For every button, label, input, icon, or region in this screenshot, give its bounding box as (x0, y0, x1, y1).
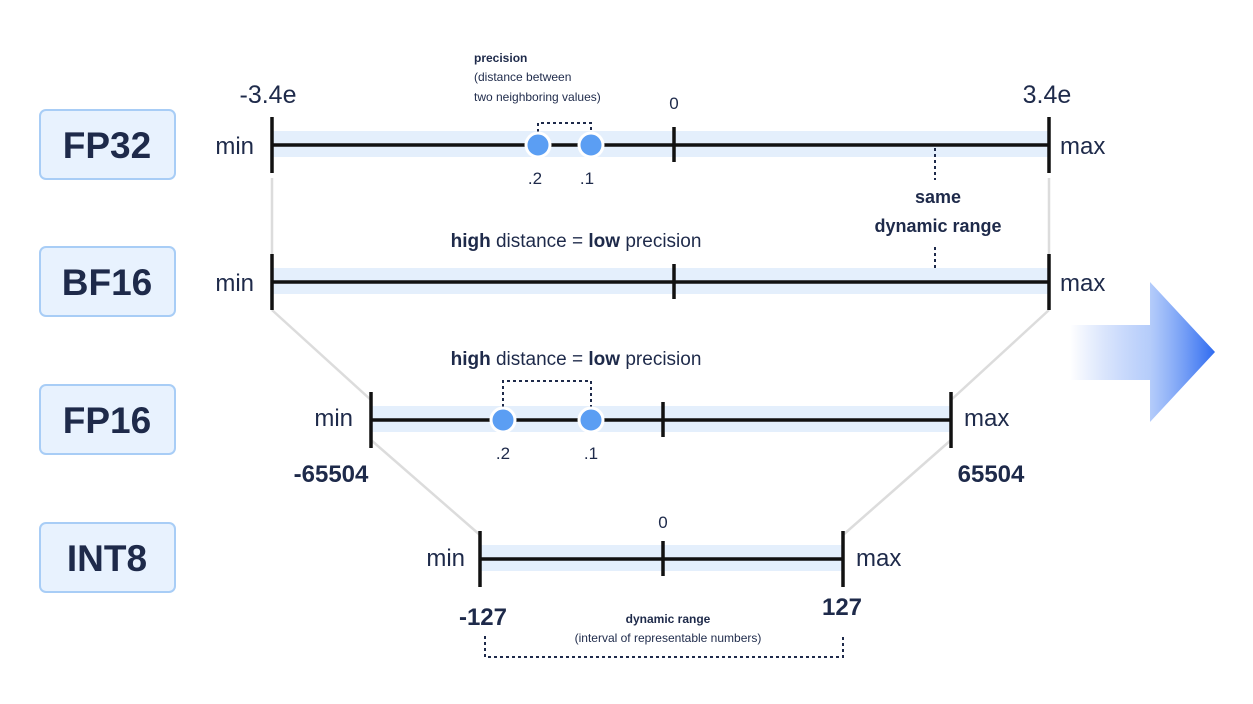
fp16-label: FP16 (63, 400, 151, 441)
fp32-zero-label: 0 (669, 94, 678, 113)
fp16-point-b (577, 406, 605, 434)
fp16-label-box (39, 384, 176, 455)
int8-row: INT8 0 min max -127 127 dynamic range (i… (39, 513, 901, 658)
bf16-note-high: high (451, 231, 491, 252)
same-range-line2: dynamic range (874, 216, 1001, 236)
fp32-row: FP32 min max -3.4e 3.4e 0 .2 .1 precisio… (39, 51, 1105, 188)
fp32-point-a-label: .2 (528, 169, 542, 188)
bf16-note-end: precision (620, 231, 701, 252)
fp16-note-high: high (451, 349, 491, 370)
int8-label-box (39, 522, 176, 593)
int8-max-label: max (856, 545, 901, 572)
fp16-row: FP16 high distance = low precision min m… (39, 349, 1025, 488)
same-dynamic-range-annotation: same dynamic range (874, 148, 1002, 282)
bf16-row: BF16 min max high distance = low precisi… (39, 231, 1105, 317)
bf16-min-label: min (215, 270, 254, 297)
fp32-point-b (577, 131, 605, 159)
fp16-pos-limit: 65504 (958, 461, 1025, 488)
fp16-note-end: precision (620, 349, 701, 370)
precision-desc-line1: (distance between (474, 70, 571, 84)
fp32-min-label: min (215, 133, 254, 160)
fp32-label-box (39, 109, 176, 180)
fp16-neg-limit: -65504 (294, 461, 369, 488)
int8-zero-label: 0 (658, 513, 667, 532)
fp16-note-mid: distance = (491, 349, 589, 370)
fp16-note-low: low (588, 349, 620, 370)
bf16-label-box (39, 246, 176, 317)
connector-lines (270, 178, 1051, 536)
int8-label: INT8 (67, 538, 147, 579)
precision-desc-line2: two neighboring values) (474, 90, 601, 104)
same-range-line1: same (915, 187, 961, 207)
fp32-max-label: max (1060, 133, 1105, 160)
fp16-precision-bracket (502, 380, 592, 407)
dynamic-range-title: dynamic range (626, 612, 711, 626)
fp16-min-label: min (314, 405, 353, 432)
fp32-point-a (524, 131, 552, 159)
bf16-note-low: low (588, 231, 620, 252)
fp16-point-a (489, 406, 517, 434)
fp32-pos-limit: 3.4e (1023, 81, 1072, 109)
int8-pos-limit: 127 (822, 594, 862, 621)
fp16-point-a-label: .2 (496, 444, 510, 463)
bf16-label: BF16 (62, 262, 152, 303)
bf16-note-mid: distance = (491, 231, 589, 252)
dynamic-range-subtitle: (interval of representable numbers) (575, 631, 762, 645)
bf16-precision-note: high distance = low precision (451, 231, 702, 252)
int8-neg-limit: -127 (459, 604, 507, 631)
fp32-point-b-label: .1 (580, 169, 594, 188)
precision-title: precision (474, 51, 527, 65)
bf16-max-label: max (1060, 270, 1105, 297)
fp32-label: FP32 (63, 125, 151, 166)
fp16-precision-note: high distance = low precision (451, 349, 702, 370)
fp16-max-label: max (964, 405, 1009, 432)
int8-dynamic-range-bracket (484, 636, 844, 658)
int8-min-label: min (426, 545, 465, 572)
fp32-precision-bracket (537, 122, 592, 132)
right-arrow-icon (1070, 282, 1215, 422)
fp16-point-b-label: .1 (584, 444, 598, 463)
fp32-neg-limit: -3.4e (240, 81, 297, 109)
